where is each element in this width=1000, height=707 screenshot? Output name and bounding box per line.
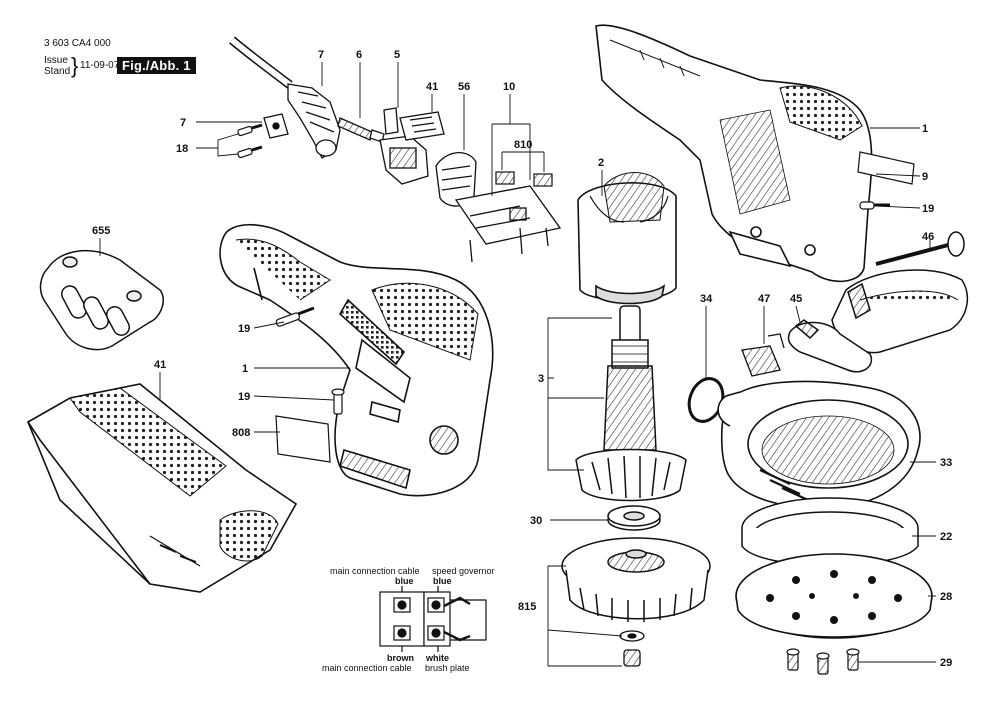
screw-part-19-b	[331, 388, 345, 415]
wiring-caption-bottom-left: main connection cable	[322, 663, 412, 673]
doc-number: 3 603 CA4 000	[44, 38, 111, 49]
issue-date: 11-09-07	[80, 60, 120, 71]
callout-1-b: 1	[922, 123, 928, 135]
callout-4: 5	[394, 49, 400, 61]
wiring-inset: main connection cable blue speed governo…	[322, 566, 495, 673]
figure-label: Fig./Abb. 1	[117, 57, 196, 74]
housing-cover-part-655	[39, 249, 164, 351]
power-cable-part	[229, 36, 293, 89]
callout-9: 9	[922, 171, 928, 183]
callout-18: 18	[176, 143, 188, 155]
callout-808: 808	[232, 427, 250, 439]
issue-label: Issue	[44, 55, 68, 66]
callout-810: 810	[514, 139, 532, 151]
cable-part-5	[337, 117, 385, 143]
callout-19-b: 19	[238, 391, 250, 403]
leader-lines	[99, 62, 936, 667]
callout-35: 41	[426, 81, 438, 93]
bearing-part-30	[607, 505, 661, 531]
callout-28: 28	[940, 591, 952, 603]
callout-labels: 7 6 5 41 56 10 810 7 18 2 655 19 1 19 80…	[92, 49, 952, 669]
callout-10: 10	[503, 81, 515, 93]
wiring-caption-top-right: speed governor	[432, 566, 495, 576]
plate-part-9	[857, 151, 915, 185]
dust-box-part-41	[26, 383, 298, 593]
field-coil-part-2	[577, 172, 677, 305]
adapter-part-45	[787, 319, 873, 373]
cable-clamp-part-7	[263, 113, 289, 139]
board-part-10	[454, 185, 562, 263]
wiring-color-bottom-right: white	[425, 653, 449, 663]
screws-part-18	[237, 123, 263, 159]
fan-part-815	[561, 537, 711, 622]
callout-22: 22	[940, 531, 952, 543]
wiring-schematic	[379, 586, 487, 652]
callout-41: 41	[154, 359, 166, 371]
brace-glyph: }	[71, 53, 79, 78]
label-plate-part-808	[275, 415, 331, 463]
stand-label: Stand	[44, 66, 71, 77]
washer-part	[619, 630, 645, 642]
armature-part-3	[575, 305, 687, 502]
callout-46: 46	[922, 231, 934, 243]
callout-7: 7	[180, 117, 186, 129]
wiring-color-top-left: blue	[395, 576, 414, 586]
callout-1-a: 1	[242, 363, 248, 375]
switch-part-4	[379, 107, 429, 185]
callout-34: 34	[700, 293, 713, 305]
callout-19-c: 19	[922, 203, 934, 215]
clip-part-47	[741, 333, 785, 377]
seal-part-22	[741, 497, 919, 567]
wiring-caption-bottom-right: brush plate	[425, 663, 470, 673]
callout-815: 815	[518, 601, 536, 613]
callout-47: 47	[758, 293, 770, 305]
callout-45: 45	[790, 293, 802, 305]
housing-left-part-1	[219, 224, 494, 497]
wiring-color-top-right: blue	[433, 576, 452, 586]
bolt-part	[623, 649, 641, 667]
callout-30: 30	[530, 515, 542, 527]
housing-right-part-1	[595, 24, 873, 283]
sanding-pad-part-28	[735, 553, 933, 639]
callout-33: 33	[940, 457, 952, 469]
carbon-brushes-part-810	[495, 171, 553, 187]
callout-56: 56	[458, 81, 470, 93]
callout-655: 655	[92, 225, 110, 237]
callout-6: 7	[318, 49, 324, 61]
callout-19-a: 19	[238, 323, 250, 335]
callout-2: 2	[598, 157, 604, 169]
pcb-part-35	[399, 111, 445, 141]
wiring-caption-top-left: main connection cable	[330, 566, 420, 576]
callout-5: 6	[356, 49, 362, 61]
wiring-color-bottom-left: brown	[387, 653, 414, 663]
callout-3: 3	[538, 373, 544, 385]
base-housing-part-33	[717, 380, 921, 509]
strain-relief-part-6	[287, 83, 341, 159]
screw-part-19-c	[859, 201, 890, 210]
callout-29: 29	[940, 657, 952, 669]
screws-part-29	[786, 648, 860, 675]
